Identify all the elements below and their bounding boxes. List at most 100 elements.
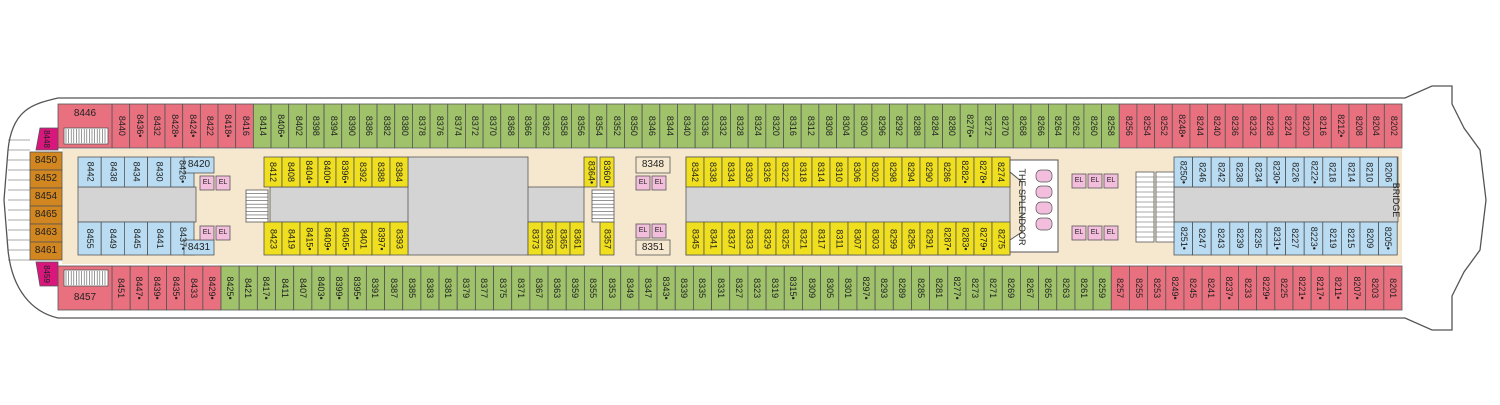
cabin-number: 8321 (798, 228, 808, 249)
cabin-number: 8311 (834, 228, 844, 249)
cabin-number: 8349 (624, 277, 635, 298)
cabin (29, 241, 63, 261)
cabin-number: 8402 (293, 115, 304, 136)
cabin-number: 8448 (42, 130, 51, 148)
cabin-number: 8385 (406, 277, 417, 298)
cabin-number: 8438 (108, 161, 119, 182)
cabin-number: 8267 (1024, 277, 1035, 298)
cabin-number: 8220 (1300, 115, 1311, 136)
cabin-number: 8380 (399, 115, 410, 136)
cabin-number: 8347 (643, 277, 654, 298)
cabin-number: 8381 (443, 277, 454, 298)
cabin-number: 8302 (870, 161, 880, 183)
cabin-number: 8277• (951, 276, 962, 300)
cabin-number: 8247 (1197, 228, 1208, 249)
cabin-number: 8451 (116, 277, 127, 298)
cabin-number: 8379 (461, 277, 472, 298)
cabin-number: 8397• (376, 226, 386, 251)
cabin-number: 8248• (1176, 114, 1187, 138)
cabin-number: 8224 (1282, 115, 1293, 136)
cabin-number: 8405• (340, 226, 350, 251)
elevator (1071, 225, 1087, 241)
cabin-number: 8459 (42, 265, 51, 283)
cabin-number: 8318 (798, 161, 808, 183)
cabin-number: 8436• (134, 114, 145, 138)
cabin-number: 8252 (1159, 115, 1170, 136)
stair-hatch (63, 269, 109, 287)
cabin-number: 8366 (523, 115, 534, 136)
cabin-number: 8418• (222, 114, 233, 138)
cabin-number: 8230• (1271, 160, 1282, 184)
cabin-number: 8272 (982, 115, 993, 136)
cabin-number: 8293 (879, 277, 890, 298)
cabin-number: 8262 (1070, 115, 1081, 136)
cabin-number: 8354 (593, 115, 604, 136)
cabin-number: 8404• (304, 160, 314, 184)
elevator-label: EL (638, 179, 648, 186)
cabin-number: 8452 (34, 173, 58, 184)
cabin-number: 8346 (646, 115, 657, 136)
cabin-number: 8425• (225, 276, 236, 300)
cabin (1378, 221, 1398, 256)
cabin-number: 8339 (679, 277, 690, 298)
cabin-number: 8392 (358, 161, 368, 183)
cabin-number: 8409• (322, 226, 332, 251)
cabin-number: 8251• (1178, 226, 1189, 251)
cabin-number: 8223• (1308, 226, 1319, 251)
cabin-number: 8279• (978, 226, 988, 251)
cabin-number: 8330 (744, 161, 754, 183)
cabin-number: 8282• (960, 160, 970, 184)
cabin-number: 8208 (1353, 115, 1364, 136)
cabin-number: 8304 (841, 115, 852, 136)
cabin-number: 8227 (1290, 228, 1301, 249)
cabin-number: 8288 (911, 115, 922, 136)
cabin-number: 8422 (205, 115, 216, 136)
elevator-label: EL (1074, 229, 1084, 236)
cabin-number: 8215 (1345, 228, 1356, 249)
cabin-number: 8237• (1224, 276, 1235, 300)
cabin-number: 8395• (352, 276, 363, 300)
elevator-label: EL (654, 179, 664, 186)
cabin-number: 8360• (602, 160, 612, 184)
cabin-number: 8305 (824, 277, 835, 298)
elevator-label: EL (202, 179, 212, 186)
cabin-number: 8309 (806, 277, 817, 298)
cabin-number: 8202 (1388, 115, 1399, 136)
cabin-number: 8270 (1000, 115, 1011, 136)
cabin-number: 8246 (1197, 161, 1208, 182)
elevator (1071, 173, 1087, 189)
service-core (77, 186, 197, 223)
cabin-number: 8335 (697, 277, 708, 298)
cabin-number: 8260 (1088, 115, 1099, 136)
cabin-number: 8423 (268, 228, 278, 249)
cabin-number: 8455 (85, 228, 96, 249)
cabin-number: 8383 (425, 277, 436, 298)
cabin-number: 8209 (1364, 228, 1375, 249)
cabin-number: 8336 (699, 115, 710, 136)
cabin-number: 8396• (340, 160, 350, 184)
cabin-number: 8414 (258, 115, 269, 136)
cabin-number: 8259 (1097, 277, 1108, 298)
elevator-label: EL (218, 229, 228, 236)
cabin-number: 8319 (770, 277, 781, 298)
cabin-number: 8325 (780, 228, 790, 249)
cabin-number: 8338 (708, 161, 718, 183)
cabin-number: 8355 (588, 277, 599, 298)
cabin-number: 8320 (770, 115, 781, 136)
cabin-number: 8439• (152, 276, 163, 300)
cabin-number: 8287• (942, 226, 952, 251)
cabin-number: 8393 (394, 228, 404, 249)
cabin-number: 8264 (1053, 115, 1064, 136)
cabin (1383, 265, 1403, 311)
cabin-number: 8357 (602, 228, 612, 249)
cabin-number: 8419 (286, 228, 296, 249)
cabin-number: 8290 (924, 161, 934, 183)
cabin-number: 8266 (1035, 115, 1046, 136)
cabin-number: 8374 (452, 115, 463, 136)
elevator-label: EL (638, 227, 648, 234)
cabin-number: 8342 (690, 161, 700, 183)
cabin (991, 221, 1011, 256)
cabin (183, 156, 215, 174)
